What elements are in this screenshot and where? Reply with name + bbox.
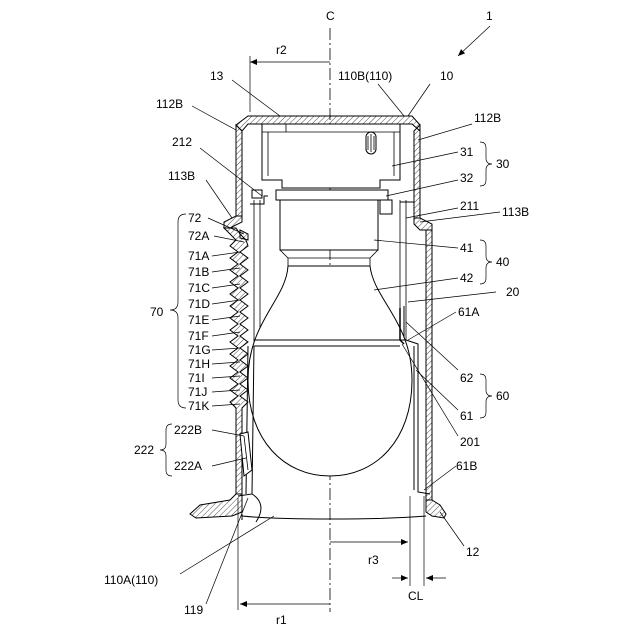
label-71k: 71K bbox=[188, 399, 209, 413]
label-110a: 110A(110) bbox=[104, 573, 158, 587]
label-12: 12 bbox=[466, 545, 480, 559]
label-70: 70 bbox=[150, 305, 164, 319]
label-42: 42 bbox=[460, 271, 474, 285]
label-71i: 71I bbox=[188, 371, 205, 385]
figure-number: 1 bbox=[458, 9, 493, 56]
label-211: 211 bbox=[460, 199, 479, 213]
label-222b: 222B bbox=[174, 423, 202, 437]
bottom-opening bbox=[242, 494, 426, 522]
label-113b-right: 113B bbox=[502, 205, 529, 219]
label-112b-right: 112B bbox=[474, 111, 501, 125]
label-201: 201 bbox=[460, 435, 480, 449]
label-20: 20 bbox=[506, 285, 520, 299]
label-71c: 71C bbox=[188, 281, 210, 295]
label-13: 13 bbox=[210, 69, 224, 83]
label-71h: 71H bbox=[188, 357, 210, 371]
label-10: 10 bbox=[440, 69, 454, 83]
label-222a: 222A bbox=[174, 459, 202, 473]
label-61a: 61A bbox=[458, 305, 479, 319]
label-110b: 110B(110) bbox=[338, 69, 392, 83]
axis-label-c: C bbox=[326, 9, 335, 23]
dimension-r3: r3 bbox=[330, 496, 410, 586]
label-72: 72 bbox=[188, 211, 202, 225]
label-30: 30 bbox=[496, 157, 510, 171]
dimension-r1: r1 bbox=[238, 498, 330, 627]
label-71f: 71F bbox=[188, 329, 209, 343]
label-71d: 71D bbox=[188, 297, 210, 311]
label-60: 60 bbox=[496, 389, 510, 403]
label-71g: 71G bbox=[188, 343, 211, 357]
label-71a: 71A bbox=[188, 249, 209, 263]
label-71j: 71J bbox=[188, 385, 207, 399]
label-112b-left: 112B bbox=[156, 97, 183, 111]
label-72a: 72A bbox=[188, 229, 209, 243]
dimension-r2: r2 bbox=[250, 43, 330, 112]
label-cl: CL bbox=[408, 589, 424, 603]
label-r1: r1 bbox=[276, 613, 287, 627]
label-212: 212 bbox=[172, 135, 192, 149]
label-32: 32 bbox=[460, 171, 474, 185]
label-222: 222 bbox=[134, 443, 154, 457]
label-71b: 71B bbox=[188, 265, 209, 279]
label-113b-left: 113B bbox=[168, 169, 195, 183]
label-71e: 71E bbox=[188, 313, 209, 327]
label-61: 61 bbox=[460, 409, 474, 423]
label-41: 41 bbox=[460, 241, 474, 255]
figure-number-label: 1 bbox=[486, 9, 493, 23]
label-61b: 61B bbox=[456, 459, 477, 473]
label-31: 31 bbox=[460, 145, 474, 159]
label-119: 119 bbox=[184, 603, 203, 617]
label-40: 40 bbox=[496, 255, 510, 269]
label-62: 62 bbox=[460, 371, 474, 385]
label-r2: r2 bbox=[276, 43, 287, 57]
label-r3: r3 bbox=[368, 553, 379, 567]
